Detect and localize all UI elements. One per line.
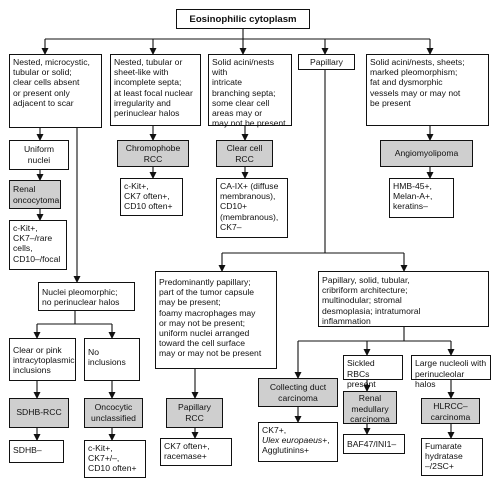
- criteria-solid-sheets-pleomorphism: Solid acini/nests, sheets; marked pleomo…: [366, 54, 489, 126]
- clear-cell-markers: CA-IX+ (diffuse membranous), CD10+ (memb…: [216, 178, 288, 238]
- papillary-solid-tubular-node: Papillary, solid, tubular, cribriform ar…: [318, 271, 489, 327]
- hlrcc-markers: Fumarate hydratase –/2SC+: [421, 438, 483, 476]
- nuclei-pleomorphic-node: Nuclei pleomorphic; no perinuclear halos: [38, 282, 135, 311]
- chromophobe-rcc-diagnosis: Chromophobe RCC: [117, 140, 189, 167]
- angiomyolipoma-diagnosis: Angiomyolipoma: [380, 140, 473, 167]
- oncocytic-unclassified-diagnosis: Oncocytic unclassified: [84, 398, 143, 428]
- collecting-duct-carcinoma-diagnosis: Collecting duct carcinoma: [258, 378, 338, 407]
- angiomyolipoma-markers: HMB-45+, Melan-A+, keratins–: [389, 178, 454, 218]
- no-inclusions-node: No inclusions: [84, 338, 140, 381]
- clear-cell-rcc-diagnosis: Clear cell RCC: [216, 140, 273, 167]
- chromophobe-markers: c-Kit+, CK7 often+, CD10 often+: [120, 178, 183, 216]
- collecting-marker-ck7: CK7+,: [262, 425, 287, 435]
- large-nucleoli-node: Large nucleoli with perinucleolar halos: [411, 355, 491, 389]
- sdhb-marker: SDHB–: [9, 440, 64, 463]
- renal-medullary-carcinoma-diagnosis: Renal medullary carcinoma: [343, 391, 397, 424]
- oncocytoma-markers: c-Kit+, CK7–/rare cells, CD10–/focal: [9, 220, 67, 270]
- oncocytic-unclassified-markers: c-Kit+, CK7+/–, CD10 often+: [84, 440, 146, 478]
- ulex-europaeus-text: Ulex europaeus: [262, 435, 323, 446]
- clear-pink-inclusions-node: Clear or pink intracytoplasmic inclusion…: [9, 338, 76, 381]
- papillary-rcc-markers: CK7 often+, racemase+: [160, 438, 232, 466]
- criteria-solid-acini: Solid acini/nests with intricate branchi…: [208, 54, 292, 128]
- sickled-rbcs-node: Sickled RBCs present: [343, 355, 403, 389]
- predominantly-papillary-node: Predominantly papillary; part of the tum…: [155, 271, 277, 369]
- root-title: Eosinophilic cytoplasm: [176, 9, 310, 29]
- collecting-marker-agglutinins: Agglutinins+: [262, 445, 310, 456]
- collecting-marker-ulex: Ulex europaeus+,: [262, 435, 334, 445]
- criteria-nested-tubular-sheet: Nested, tubular or sheet-like with incom…: [110, 54, 201, 126]
- collecting-duct-markers: CK7+, Ulex europaeus+, Agglutinins+: [258, 422, 338, 462]
- uniform-nuclei-node: Uniform nuclei: [9, 140, 69, 170]
- criteria-nested-microcystic: Nested, microcystic, tubular or solid; c…: [9, 54, 102, 128]
- hlrcc-carcinoma-diagnosis: HLRCC– carcinoma: [421, 398, 480, 424]
- ulex-suffix: +,: [322, 435, 330, 446]
- renal-oncocytoma-diagnosis: Renal oncocytoma: [9, 180, 61, 209]
- sdhb-rcc-diagnosis: SDHB-RCC: [9, 398, 69, 428]
- renal-medullary-markers: BAF47/INI1–: [343, 434, 405, 454]
- papillary-rcc-diagnosis: Papillary RCC: [166, 398, 223, 428]
- criteria-papillary: Papillary: [298, 54, 355, 70]
